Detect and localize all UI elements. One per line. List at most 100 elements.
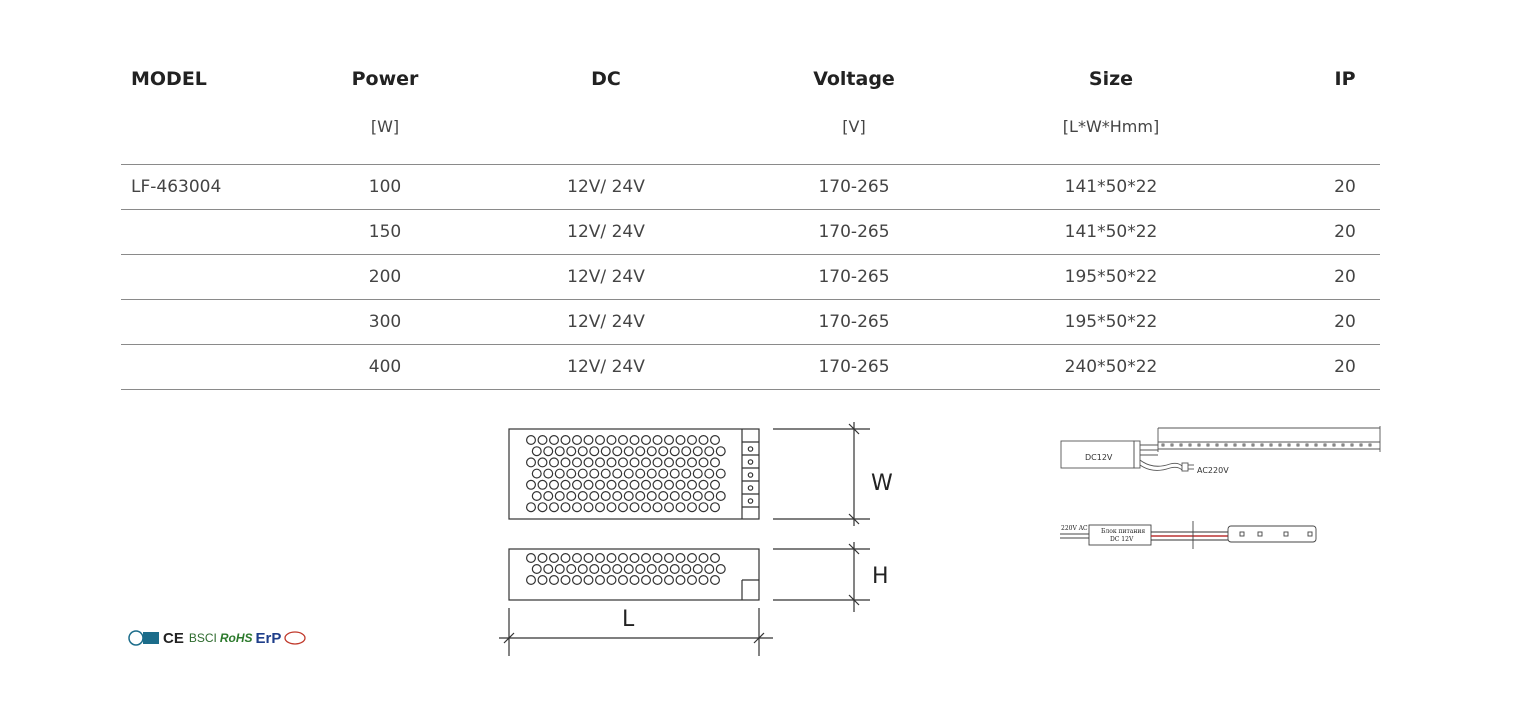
vent-hole — [675, 502, 686, 513]
vent-hole — [710, 502, 721, 513]
vent-hole — [635, 490, 646, 501]
vent-hole — [675, 479, 686, 490]
vent-hole — [692, 564, 703, 575]
vent-hole — [710, 435, 721, 446]
gs-mark-icon — [128, 630, 159, 646]
vent-hole — [715, 446, 726, 457]
vent-hole — [669, 446, 680, 457]
vent-hole — [710, 553, 721, 564]
led-chip — [1233, 443, 1237, 447]
vent-hole — [548, 457, 559, 468]
vent-hole — [669, 468, 680, 479]
vent-hole — [687, 553, 698, 564]
vent-hole — [594, 457, 605, 468]
vent-hole — [577, 564, 588, 575]
led-chip — [1305, 443, 1309, 447]
vent-hole — [566, 490, 577, 501]
led-chip — [1359, 443, 1363, 447]
wiring-diagram-1: DC12V AC220V — [1060, 426, 1381, 475]
vent-hole — [606, 479, 617, 490]
vent-hole — [617, 553, 628, 564]
ac-label: AC220V — [1197, 466, 1229, 475]
vent-hole — [526, 435, 537, 446]
cell-dc: 12V/ 24V — [567, 312, 645, 332]
spec-table-body: LF-463004 100 12V/ 24V 170-265 141*50*22… — [121, 165, 1380, 390]
driver-box-2 — [1088, 524, 1152, 546]
vent-hole — [641, 457, 652, 468]
vent-hole — [537, 479, 548, 490]
driver-label-2-line1: Блок питания — [1101, 528, 1145, 535]
vent-hole — [629, 553, 640, 564]
vent-hole — [537, 575, 548, 586]
driver-top-view — [508, 428, 760, 520]
vent-hole — [577, 446, 588, 457]
table-header: MODEL Power DC Voltage Size IP [W] [V] [… — [121, 62, 1380, 165]
vent-hole — [560, 553, 571, 564]
vent-hole — [600, 468, 611, 479]
wiring-diagram-2: 220V AC Блок питания DC 12V — [1060, 521, 1317, 549]
led-chip — [1197, 443, 1201, 447]
driver-side-view — [508, 548, 760, 601]
vent-hole — [543, 468, 554, 479]
vent-hole — [692, 468, 703, 479]
vent-hole — [560, 457, 571, 468]
header-dc: DC — [591, 68, 621, 90]
vent-hole — [617, 435, 628, 446]
cell-size: 195*50*22 — [1064, 267, 1158, 287]
led-chip — [1260, 443, 1264, 447]
vent-hole — [681, 564, 692, 575]
cell-dc: 12V/ 24V — [567, 177, 645, 197]
vent-hole — [606, 502, 617, 513]
vent-hole — [652, 553, 663, 564]
vent-hole — [583, 435, 594, 446]
vent-hole — [589, 446, 600, 457]
table-row: 200 12V/ 24V 170-265 195*50*22 20 — [121, 255, 1380, 300]
vent-hole — [606, 575, 617, 586]
vent-hole — [531, 468, 542, 479]
vent-hole — [554, 468, 565, 479]
vent-hole — [526, 502, 537, 513]
led-chip — [1332, 443, 1336, 447]
vent-hole — [537, 553, 548, 564]
vent-hole — [543, 490, 554, 501]
led-chip — [1242, 443, 1246, 447]
led-chip — [1215, 443, 1219, 447]
rohs-mark: RoHS — [219, 631, 253, 645]
cell-ip: 20 — [1334, 222, 1356, 242]
vent-hole — [560, 479, 571, 490]
led-chip — [1161, 443, 1165, 447]
vent-hole — [623, 468, 634, 479]
cell-dc: 12V/ 24V — [567, 357, 645, 377]
vent-hole — [571, 435, 582, 446]
table-row: 300 12V/ 24V 170-265 195*50*22 20 — [121, 300, 1380, 345]
vent-hole — [600, 490, 611, 501]
header-ip: IP — [1334, 68, 1356, 90]
vent-hole — [652, 435, 663, 446]
led-chip — [1251, 443, 1255, 447]
vent-hole — [617, 479, 628, 490]
vent-hole — [577, 490, 588, 501]
table-row: 400 12V/ 24V 170-265 240*50*22 20 — [121, 345, 1380, 390]
vent-hole — [583, 502, 594, 513]
dimension-l-label: L — [622, 607, 635, 632]
vent-hole — [704, 490, 715, 501]
led-chip — [1296, 443, 1300, 447]
cell-size: 141*50*22 — [1064, 177, 1158, 197]
cell-size: 195*50*22 — [1064, 312, 1158, 332]
led-chip — [1287, 443, 1291, 447]
saa-mark-icon — [284, 631, 307, 645]
cell-ip: 20 — [1334, 267, 1356, 287]
certification-logos: CE BSCI RoHS ErP — [128, 628, 307, 648]
vent-hole — [669, 564, 680, 575]
vent-hole — [571, 553, 582, 564]
led-chip — [1314, 443, 1318, 447]
vent-hole — [623, 446, 634, 457]
vent-hole — [548, 435, 559, 446]
cell-model: LF-463004 — [131, 177, 222, 197]
vent-hole — [704, 468, 715, 479]
vent-hole — [543, 564, 554, 575]
vent-hole — [589, 490, 600, 501]
dimension-drawing: W H L — [499, 422, 893, 656]
vent-hole — [652, 502, 663, 513]
led-chip — [1170, 443, 1174, 447]
